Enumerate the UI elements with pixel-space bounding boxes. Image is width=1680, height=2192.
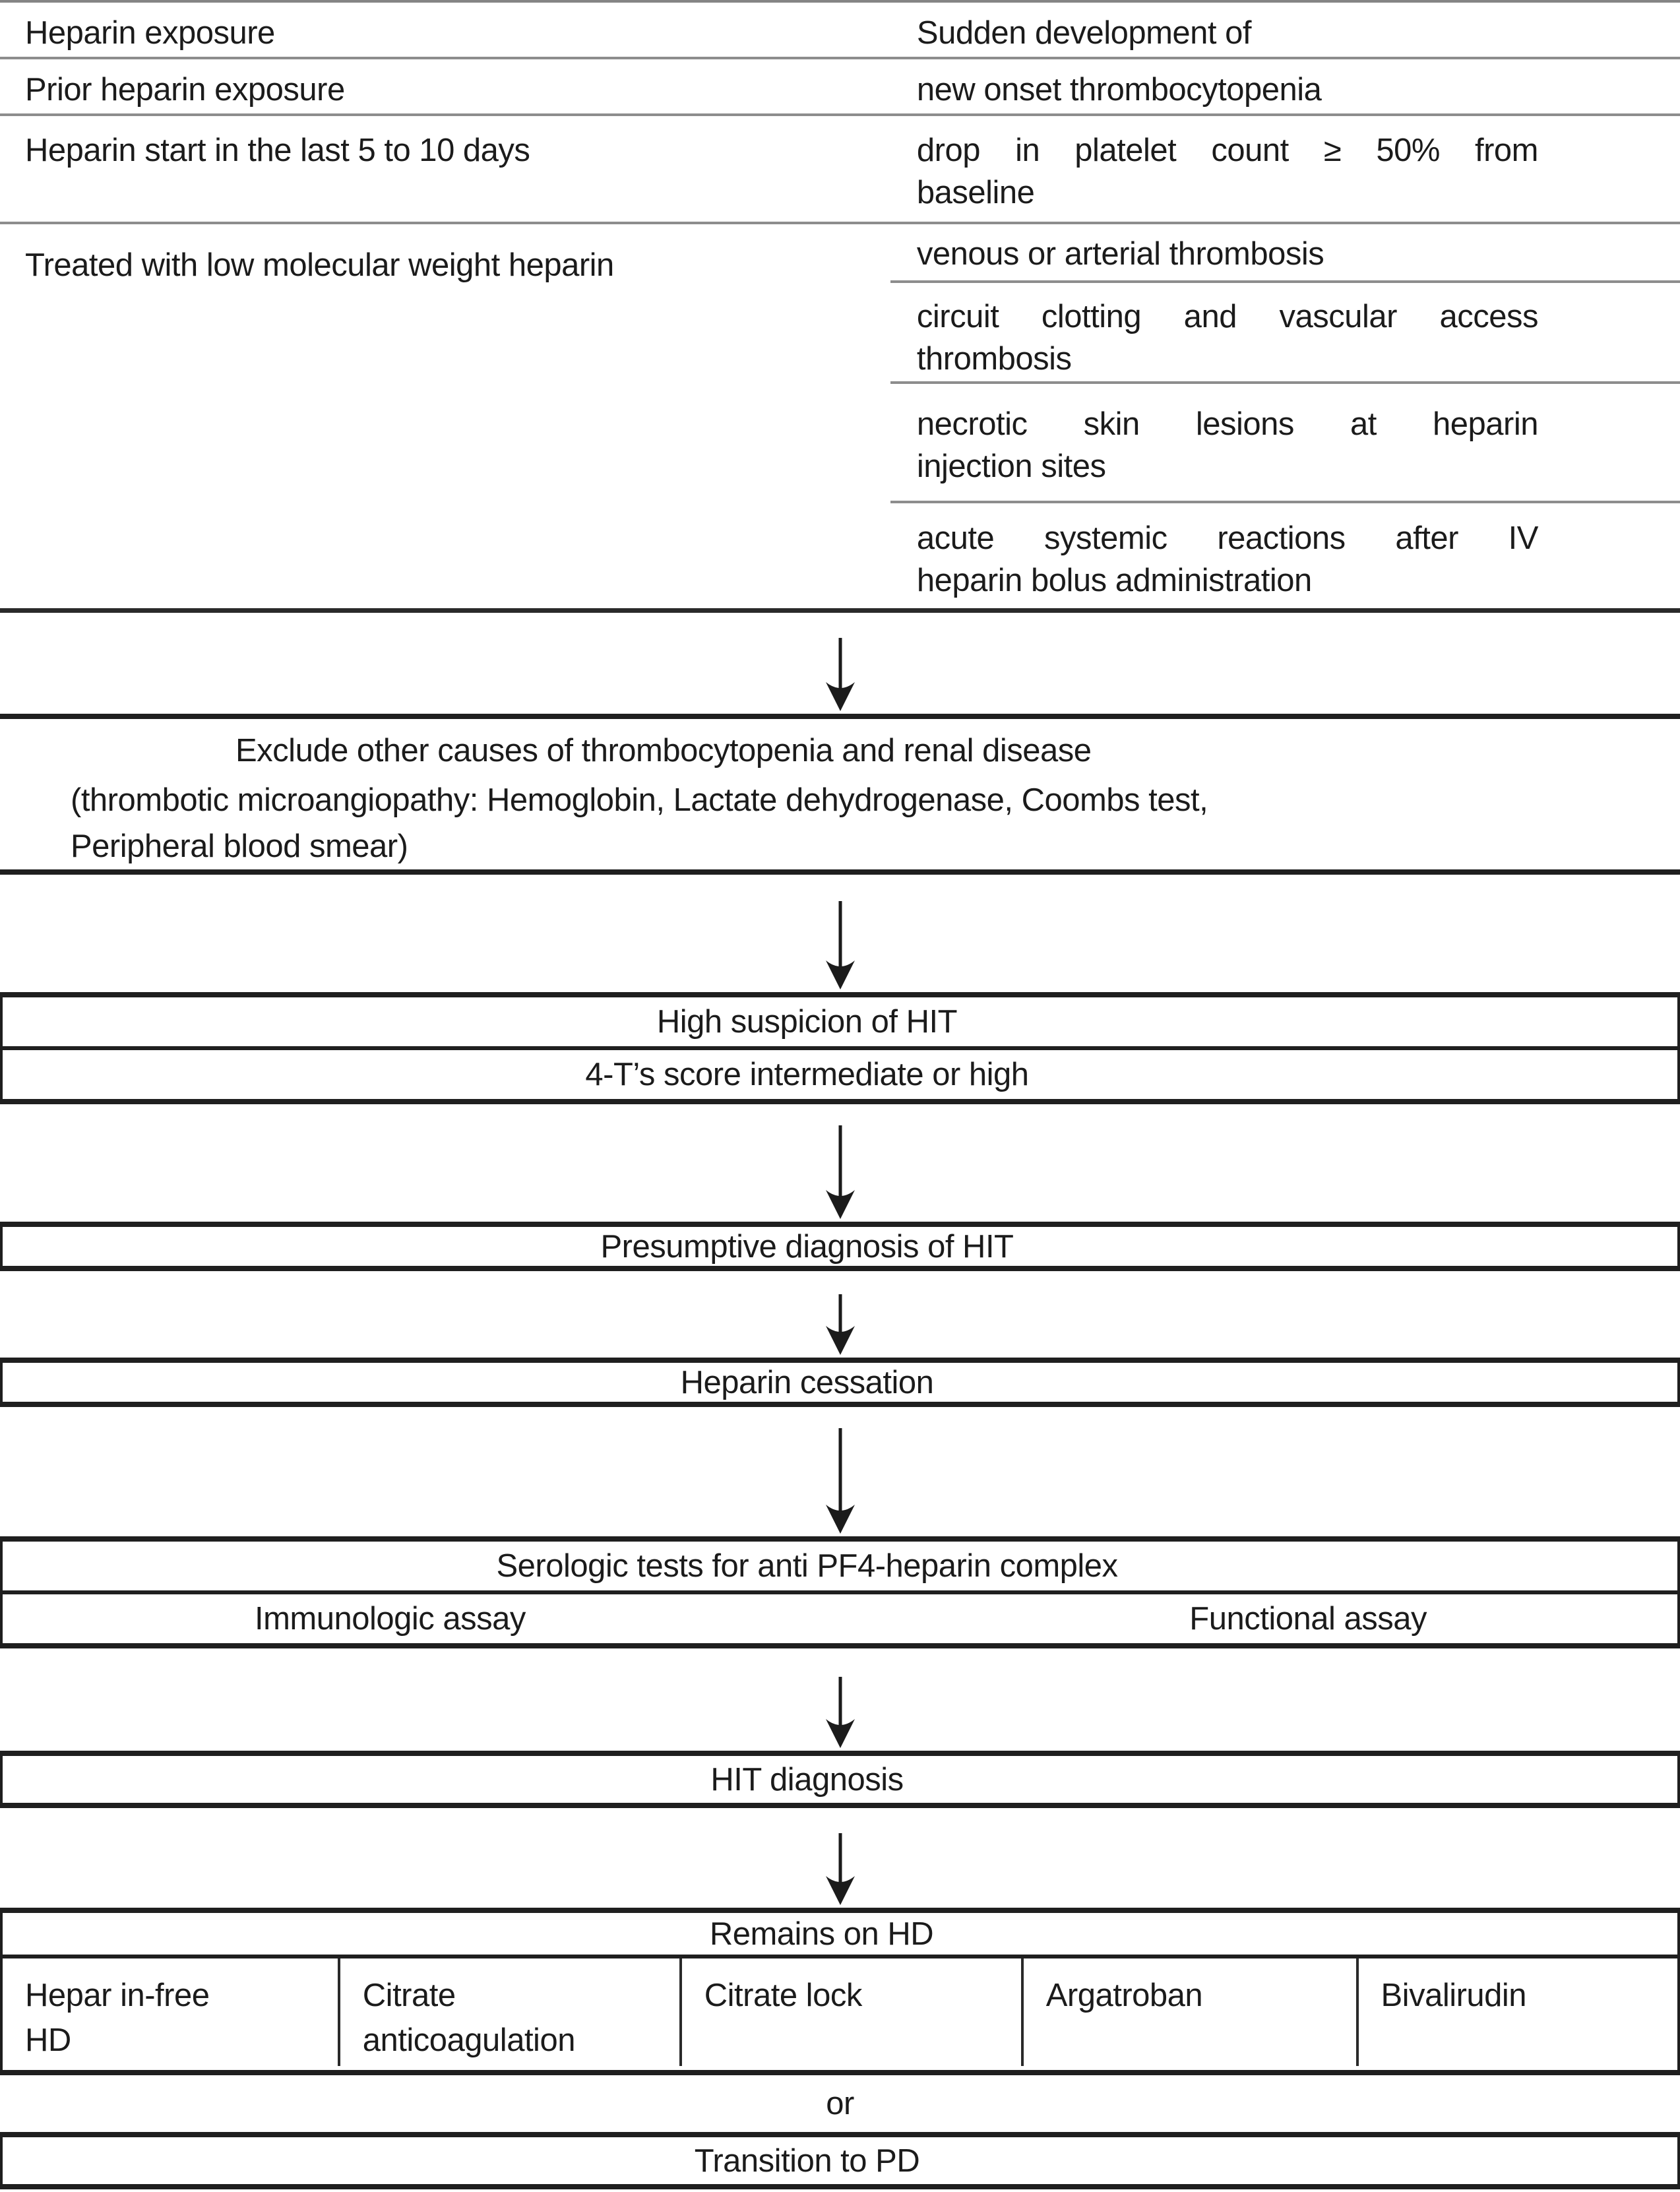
table-cell-prior-exposure: Prior heparin exposure: [25, 72, 345, 108]
flow-connector: [0, 1407, 1680, 1536]
cell-line: heparin bolus administration: [916, 563, 1312, 598]
box-label: Heparin cessation: [680, 1364, 934, 1400]
down-arrow-icon: [825, 638, 855, 711]
down-arrow-icon: [825, 901, 855, 989]
table-row: Treated with low molecular weight hepari…: [0, 224, 1680, 608]
table-row: Heparin exposure Sudden development of: [0, 3, 1680, 59]
hd-option-bivalirudin: Bivalirudin: [1355, 1958, 1678, 2066]
hd-option-argatroban: Argatroban: [1020, 1958, 1356, 2066]
hd-option-citrate-anticoagulation: Citrate anticoagulation: [337, 1958, 679, 2066]
box-row: Serologic tests for anti PF4-heparin com…: [3, 1542, 1677, 1594]
exclude-note: (thrombotic microangiopathy: Hemoglobin,…: [0, 777, 1680, 869]
hd-option-heparin-free: Hepar in-free HD: [25, 1978, 210, 2058]
table-cell-circuit-clotting: circuit clotting and vascular access thr…: [890, 280, 1680, 381]
or-connector: or: [0, 2075, 1680, 2132]
assay-row: Immunologic assay Functional assay: [3, 1594, 1677, 1643]
cell-line: injection sites: [916, 449, 1106, 484]
flow-connector: [0, 1271, 1680, 1358]
hd-option-citrate-lock: Citrate lock: [679, 1958, 1021, 2066]
flow-connector: [0, 1808, 1680, 1908]
down-arrow-icon: [825, 1833, 855, 1905]
hd-table-header: Remains on HD: [3, 1913, 1677, 1958]
table-cell-systemic-reactions: acute systemic reactions after IV hepari…: [890, 501, 1680, 608]
box-label: HIT diagnosis: [710, 1761, 904, 1798]
table-row: Heparin start in the last 5 to 10 days d…: [0, 116, 1680, 224]
high-suspicion-box: High suspicion of HIT 4-T’s score interm…: [0, 992, 1680, 1104]
cell-line: necrotic skin lesions at heparin: [916, 406, 1539, 442]
box-label: High suspicion of HIT: [656, 1004, 958, 1040]
hit-diagnosis-box: HIT diagnosis: [0, 1751, 1680, 1808]
cell-line: thrombosis: [916, 341, 1072, 377]
down-arrow-icon: [825, 1677, 855, 1748]
box-row: Presumptive diagnosis of HIT: [3, 1227, 1677, 1266]
table-cell-platelet-drop: drop in platelet count ≥ 50% from baseli…: [890, 116, 1680, 222]
remains-on-hd-table: Remains on HD Hepar in-free HD Citrate a…: [0, 1908, 1680, 2075]
cell-line: drop in platelet count ≥ 50% from: [916, 133, 1539, 168]
hd-header-label: Remains on HD: [709, 1916, 934, 1952]
table-cell-necrotic-lesions: necrotic skin lesions at heparin injecti…: [890, 381, 1680, 501]
table-cell-heparin-exposure: Heparin exposure: [25, 15, 275, 51]
exclude-causes-box: Exclude other causes of thrombocytopenia…: [0, 714, 1680, 875]
heparin-cessation-box: Heparin cessation: [0, 1358, 1680, 1407]
down-arrow-icon: [825, 1428, 855, 1534]
box-label: Serologic tests for anti PF4-heparin com…: [496, 1548, 1118, 1584]
flow-connector: [0, 1648, 1680, 1751]
serologic-tests-box: Serologic tests for anti PF4-heparin com…: [0, 1536, 1680, 1648]
box-row: HIT diagnosis: [3, 1756, 1677, 1803]
table-cell-lmwh: Treated with low molecular weight hepari…: [25, 247, 614, 283]
down-arrow-icon: [825, 1125, 855, 1219]
table-cell-new-onset: new onset thrombocytopenia: [916, 72, 1322, 108]
or-label: or: [826, 2086, 854, 2121]
flow-connector: [0, 875, 1680, 992]
exclude-note-line: Peripheral blood smear): [71, 829, 408, 864]
box-label: 4-T’s score intermediate or high: [585, 1057, 1029, 1092]
box-row: High suspicion of HIT: [3, 997, 1677, 1050]
flow-connector: [0, 613, 1680, 714]
table-cell-sudden-development: Sudden development of: [916, 15, 1252, 51]
box-label: Presumptive diagnosis of HIT: [600, 1228, 1014, 1265]
exclude-title: Exclude other causes of thrombocytopenia…: [235, 733, 1092, 768]
transition-to-pd-box: Transition to PD: [0, 2132, 1680, 2189]
box-row: 4-T’s score intermediate or high: [3, 1050, 1677, 1099]
cell-line: acute systemic reactions after IV: [916, 520, 1539, 556]
box-row: Transition to PD: [3, 2137, 1677, 2184]
cell-line: circuit clotting and vascular access: [916, 299, 1539, 334]
criteria-table: Heparin exposure Sudden development of P…: [0, 0, 1680, 613]
table-cell-heparin-start: Heparin start in the last 5 to 10 days: [25, 133, 530, 168]
hd-table-body: Hepar in-free HD Citrate anticoagulation…: [3, 1958, 1677, 2066]
down-arrow-icon: [825, 1294, 855, 1355]
table-subcolumn: venous or arterial thrombosis circuit cl…: [890, 224, 1680, 608]
table-cell-venous-thrombosis: venous or arterial thrombosis: [916, 236, 1324, 272]
box-row: Heparin cessation: [3, 1363, 1677, 1402]
presumptive-diagnosis-box: Presumptive diagnosis of HIT: [0, 1222, 1680, 1271]
box-label: Transition to PD: [694, 2143, 920, 2179]
cell-line: baseline: [916, 175, 1035, 210]
exclude-note-line: (thrombotic microangiopathy: Hemoglobin,…: [71, 782, 1208, 818]
table-row: Prior heparin exposure new onset thrombo…: [0, 59, 1680, 116]
immunologic-assay-label: Immunologic assay: [255, 1601, 526, 1637]
flow-connector: [0, 1104, 1680, 1222]
functional-assay-label: Functional assay: [1189, 1601, 1427, 1637]
